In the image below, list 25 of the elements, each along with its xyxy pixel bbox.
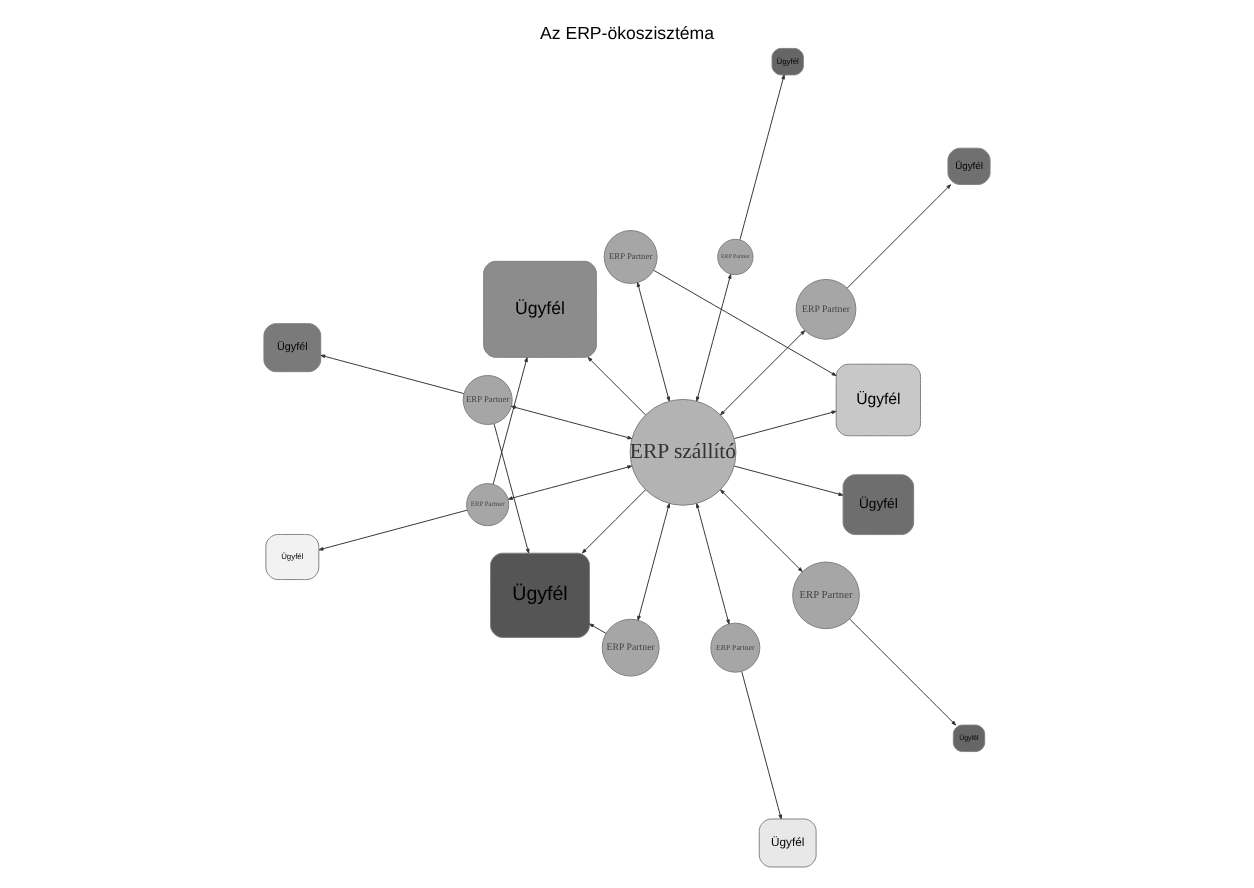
arrow bbox=[581, 489, 646, 554]
arrow bbox=[720, 489, 803, 572]
arrow bbox=[739, 74, 785, 241]
diagram-title: Az ERP-ökoszisztéma bbox=[539, 23, 715, 44]
arrow bbox=[318, 509, 468, 551]
arrow bbox=[733, 410, 837, 440]
arrow bbox=[695, 273, 732, 402]
arrow bbox=[636, 282, 671, 402]
arrow bbox=[589, 623, 607, 634]
arrow bbox=[320, 354, 465, 395]
arrow bbox=[637, 503, 671, 621]
node-box: Ügyfél bbox=[490, 552, 590, 638]
arrow bbox=[492, 357, 528, 485]
arrow bbox=[846, 184, 952, 289]
arrow bbox=[587, 356, 646, 416]
arrow bbox=[741, 671, 782, 820]
node-box: Ügyfél bbox=[483, 260, 597, 358]
node-box: Ügyfél bbox=[835, 363, 921, 437]
arrow bbox=[653, 269, 837, 377]
arrow bbox=[733, 465, 844, 496]
arrow bbox=[507, 465, 633, 500]
arrow bbox=[493, 423, 530, 554]
arrow bbox=[695, 503, 730, 625]
arrow bbox=[720, 330, 806, 416]
arrow bbox=[849, 618, 957, 726]
